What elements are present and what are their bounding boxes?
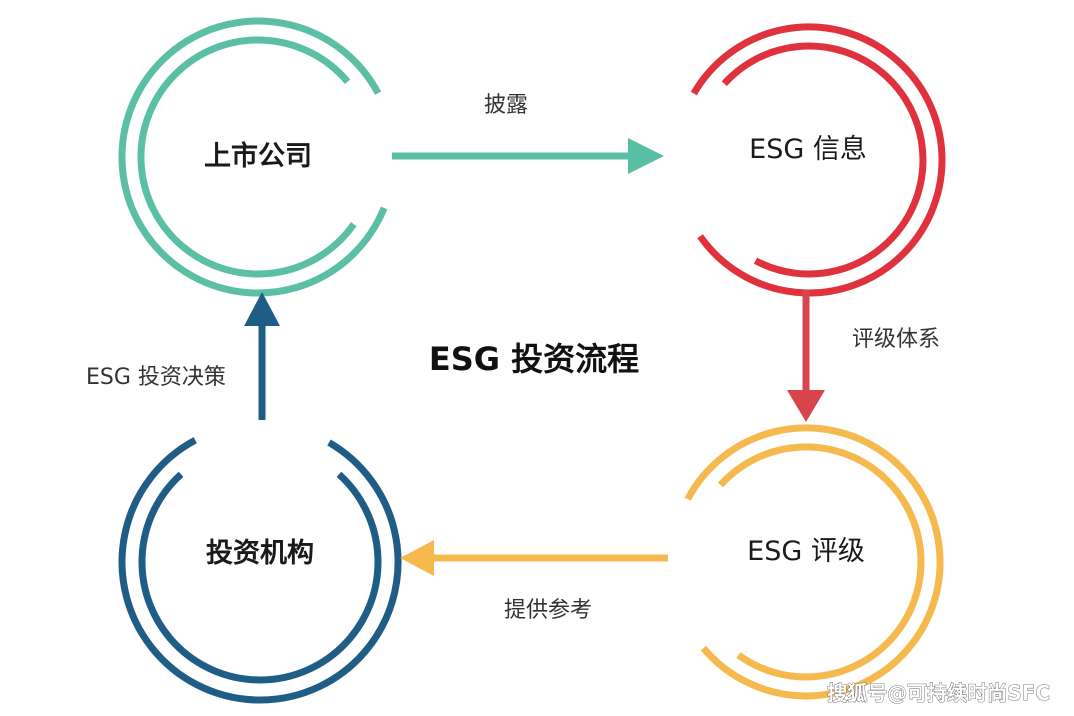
listed-company-outer-ring [118, 17, 388, 297]
provide-reference-label: 提供参考 [504, 598, 592, 623]
rating-system-label: 评级体系 [852, 327, 940, 352]
node-listed-company: 上市公司 [118, 17, 388, 297]
investor-label: 投资机构 [206, 538, 314, 569]
edge-provide-reference: 提供参考 [400, 540, 668, 623]
provide-reference-arrow-head [400, 540, 434, 576]
node-esg-rating: ESG 评级 [684, 424, 944, 700]
edge-investment-decision: ESG 投资决策 [86, 292, 280, 420]
diagram-title: ESG 投资流程 [429, 340, 639, 378]
disclose-label: 披露 [484, 93, 528, 118]
edge-disclose: 披露 [392, 93, 664, 174]
esg-rating-label: ESG 评级 [747, 536, 865, 567]
rating-system-arrow-head [787, 390, 825, 422]
investor-outer-ring [118, 437, 402, 704]
node-investor: 投资机构 [118, 437, 402, 704]
node-esg-info: ESG 信息 [690, 23, 946, 297]
investor-inner-ring [138, 471, 382, 684]
esg-info-outer-ring [690, 23, 946, 297]
esg-info-inner-ring [721, 42, 927, 278]
esg-info-label: ESG 信息 [749, 134, 867, 165]
investment-decision-label: ESG 投资决策 [86, 365, 226, 390]
listed-company-inner-ring [137, 36, 357, 278]
listed-company-label: 上市公司 [204, 140, 312, 172]
watermark-text: 搜狐号@可持续时尚SFC [827, 681, 1050, 705]
investment-decision-arrow-head [244, 292, 280, 326]
disclose-arrow-head [628, 138, 664, 174]
edge-rating-system: 评级体系 [787, 290, 940, 422]
esg-rating-outer-ring [684, 424, 944, 700]
esg-rating-inner-ring [717, 443, 925, 681]
